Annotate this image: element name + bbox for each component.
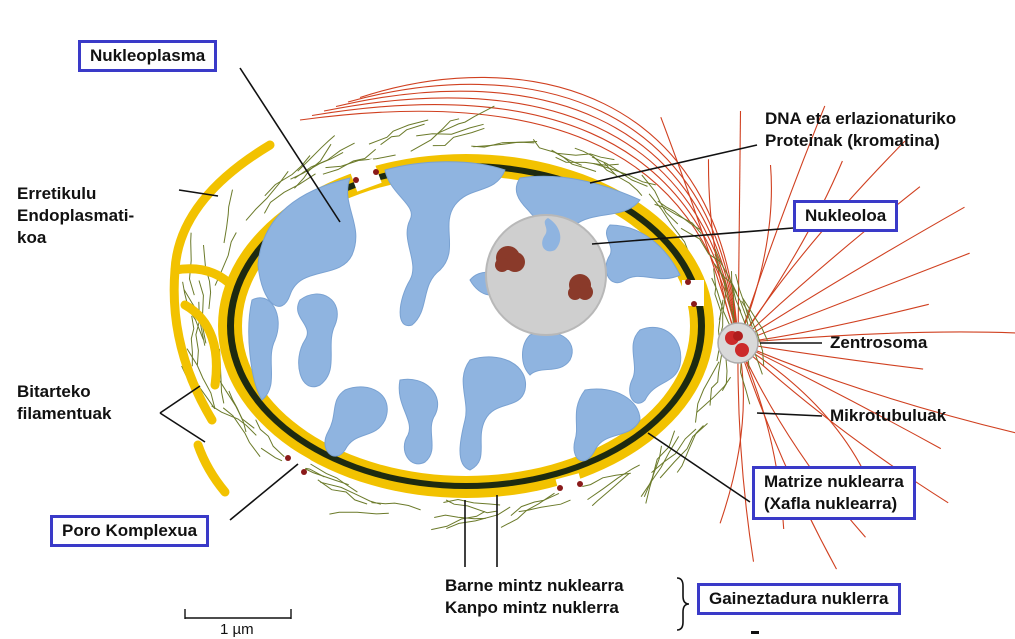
microtubule [738,141,905,343]
label-nucleolus: Nukleoloa [793,200,898,232]
label-centrosome: Zentrosoma [830,332,927,354]
intermediate-filament [519,500,571,512]
label-intermediate-filaments: Bitarteko filamentuak [17,381,111,425]
label-pore-complex: Poro Komplexua [50,515,209,547]
label-dna-proteins: DNA eta erlazionaturiko Proteinak (kroma… [765,108,956,152]
intermediate-filament [369,120,428,144]
intermediate-filament [224,190,233,243]
intermediate-filament [511,493,559,515]
intermediate-filament [501,493,555,527]
label-nuclear-envelope: Gaineztadura nuklerra [697,583,901,615]
label-dna-line2: Proteinak (kromatina) [765,130,956,152]
intermediate-filament [190,233,195,295]
label-inner-membrane: Barne mintz nuklearra [445,575,624,597]
intermediate-filament [660,423,707,478]
intermediate-filament [265,156,310,196]
intermediate-filament [446,507,510,529]
intermediate-filament [416,124,483,136]
label-microtubules: Mikrotubuluak [830,405,946,427]
nucleolus [486,215,606,335]
label-nucleoplasm: Nukleoplasma [78,40,217,72]
label-filaments-line2: filamentuak [17,403,111,425]
microtubule [738,253,970,343]
intermediate-filament [204,245,211,309]
intermediate-filament [533,139,581,165]
intermediate-filament [677,426,703,473]
intermediate-filament [641,436,679,496]
scale-bar-label: 1 µm [220,621,254,639]
membrane-bracket [677,578,689,630]
label-outer-membrane: Kanpo mintz nuklerra [445,597,624,619]
corner-mark [751,631,759,634]
intermediate-filament [710,354,722,406]
label-er-line1: Erretikulu [17,183,134,205]
centrosome [718,323,758,363]
label-er-line3: koa [17,227,134,249]
intermediate-filament [329,512,388,514]
label-filaments-line1: Bitarteko [17,381,111,403]
scale-bar [185,609,291,619]
intermediate-filament [443,500,500,506]
label-matrix-line1: Matrize nuklearra [764,471,904,493]
intermediate-filament [320,482,381,504]
intermediate-filament [575,148,615,174]
label-er-line2: Endoplasmati- [17,205,134,227]
microtubule [738,343,837,569]
intermediate-filament [446,500,498,513]
intermediate-filament [592,474,629,506]
intermediate-filament [212,406,257,436]
label-endoplasmic-reticulum: Erretikulu Endoplasmati- koa [17,183,134,249]
label-membranes: Barne mintz nuklearra Kanpo mintz nukler… [445,575,624,619]
label-matrix-line2: (Xafla nuklearra) [764,493,904,515]
intermediate-filament [291,152,344,179]
intermediate-filament [411,119,459,152]
intermediate-filament [646,446,662,504]
label-dna-line1: DNA eta erlazionaturiko [765,108,956,130]
label-nuclear-matrix: Matrize nuklearra (Xafla nuklearra) [752,466,916,520]
